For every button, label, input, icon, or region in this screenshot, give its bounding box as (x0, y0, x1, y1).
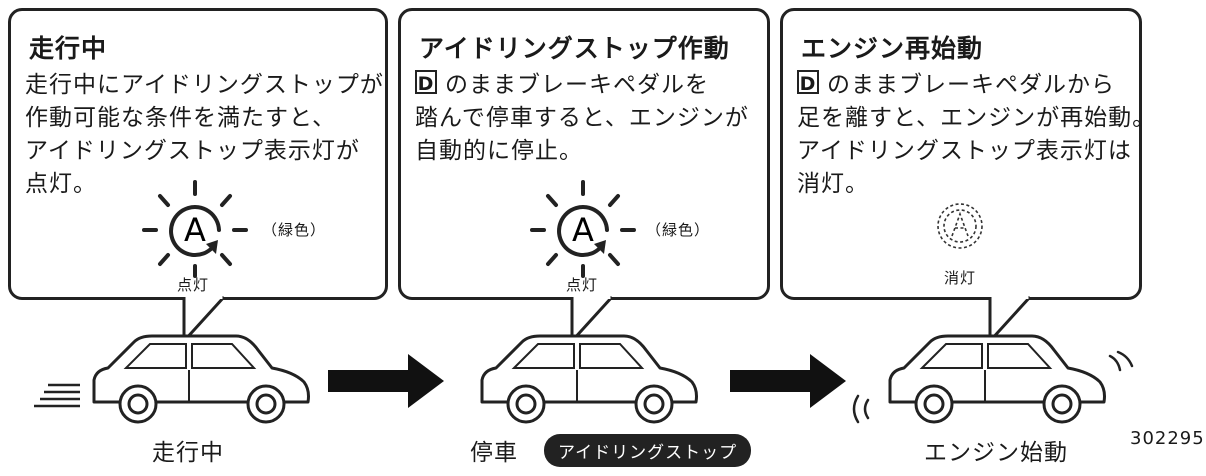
panel-body: D のままブレーキペダルから 足を離すと、エンジンが再始動。 アイドリングストップ… (797, 69, 1157, 201)
body-line: のままブレーキペダルから (827, 72, 1115, 98)
caption-driving: 走行中 (152, 440, 224, 466)
body-line: 点灯。 (25, 171, 97, 197)
arrow-right-icon (730, 354, 846, 408)
color-note: （緑色） (646, 221, 711, 239)
panel-title: アイドリングストップ作動 (419, 34, 730, 63)
d-range-key: D (415, 70, 437, 95)
car-icon (480, 334, 698, 424)
arrow-right-icon (328, 354, 444, 408)
car-icon (888, 334, 1106, 424)
panel-driving: 走行中 走行中にアイドリングストップが 作動可能な条件を満たすと、 アイドリング… (8, 8, 388, 300)
indicator-label: 消灯 (944, 269, 977, 287)
d-range-key: D (797, 70, 819, 95)
indicator-label: 点灯 (566, 276, 599, 294)
indicator-lit-icon: A (530, 180, 636, 278)
caption-restart: エンジン始動 (924, 440, 1068, 466)
indicator-off-icon (937, 203, 983, 249)
panel-title: 走行中 (29, 34, 108, 63)
sound-wave-icon (852, 394, 870, 424)
body-line: 走行中にアイドリングストップが (25, 72, 384, 98)
body-line: 足を離すと、エンジンが再始動。 (797, 105, 1157, 131)
speed-lines-icon (34, 383, 80, 408)
body-line: アイドリングストップ表示灯が (25, 138, 360, 164)
panel-body: D のままブレーキペダルを 踏んで停車すると、エンジンが 自動的に停止。 (415, 69, 775, 168)
body-line: 作動可能な条件を満たすと、 (25, 105, 337, 131)
indicator-label: 点灯 (177, 276, 210, 294)
indicator-letter: A (572, 211, 594, 249)
body-line: 自動的に停止。 (415, 138, 583, 164)
body-line: アイドリングストップ表示灯は (797, 138, 1132, 164)
car-icon (92, 334, 310, 424)
panel-restart: エンジン再始動 D のままブレーキペダルから 足を離すと、エンジンが再始動。 アイ… (780, 8, 1155, 300)
indicator-lit-icon: A (142, 180, 248, 278)
sound-wave-icon (1108, 350, 1134, 372)
figure-code: 302295 (1130, 428, 1205, 449)
panel-title: エンジン再始動 (801, 34, 984, 63)
body-line: 消灯。 (797, 171, 869, 197)
caption-stop: 停車 (470, 440, 518, 466)
color-note: （緑色） (262, 221, 327, 239)
panel-body: 走行中にアイドリングストップが 作動可能な条件を満たすと、 アイドリングストップ… (25, 69, 385, 201)
panel-idle-stop: アイドリングストップ作動 D のままブレーキペダルを 踏んで停車すると、エンジンが… (398, 8, 770, 300)
body-line: のままブレーキペダルを (445, 72, 709, 98)
indicator-letter: A (184, 211, 206, 249)
body-line: 踏んで停車すると、エンジンが (415, 105, 749, 131)
idle-stop-badge: アイドリングストップ (544, 434, 752, 467)
